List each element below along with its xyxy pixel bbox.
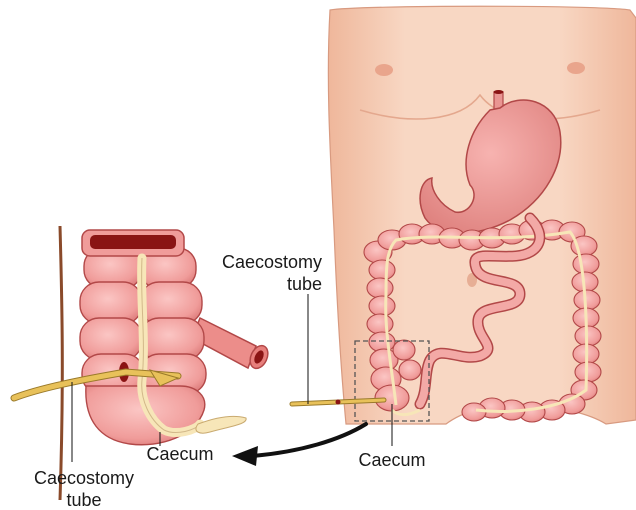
label-caecum-right: Caecum bbox=[358, 450, 425, 470]
label-caecum-left: Caecum bbox=[146, 444, 213, 464]
left-nipple bbox=[375, 64, 393, 76]
right-nipple bbox=[567, 62, 585, 74]
body-wall-line bbox=[60, 226, 62, 500]
label-caecostomy-tube-right-1: Caecostomy bbox=[222, 252, 322, 272]
label-caecostomy-tube-left-2: tube bbox=[66, 490, 101, 510]
label-caecostomy-tube-right-2: tube bbox=[287, 274, 322, 294]
appendix bbox=[196, 416, 246, 433]
label-caecostomy-tube-left-1: Caecostomy bbox=[34, 468, 134, 488]
magnify-arrow bbox=[232, 424, 366, 466]
